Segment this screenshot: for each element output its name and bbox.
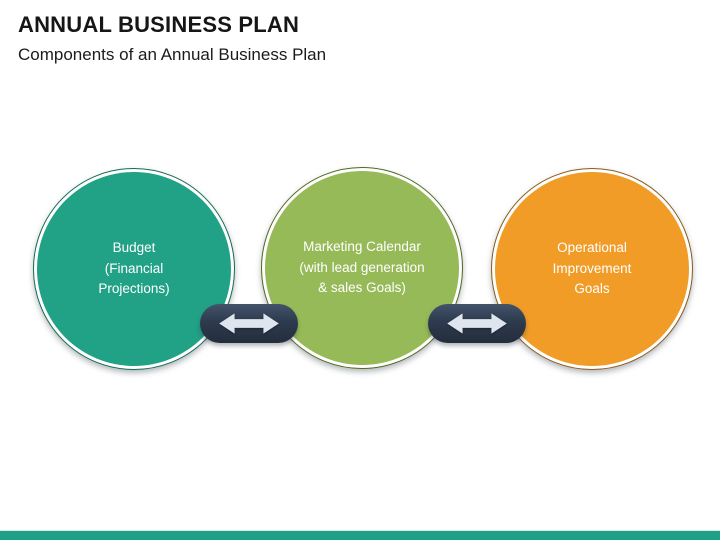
double-arrow-icon xyxy=(446,311,508,336)
node-budget-fill xyxy=(37,172,231,366)
node-marketing-calendar-fill xyxy=(265,171,459,365)
node-operational-goals-label: Operational Improvement Goals xyxy=(552,239,632,297)
node-budget-label: Budget (Financial Projections) xyxy=(98,239,170,297)
page-subtitle: Components of an Annual Business Plan xyxy=(18,45,327,64)
node-marketing-calendar-label: Marketing Calendar (with lead generation… xyxy=(299,238,425,296)
page-title: ANNUAL BUSINESS PLAN xyxy=(18,12,300,37)
connector-marketing-operational[interactable] xyxy=(428,304,526,343)
node-operational-goals-fill xyxy=(495,172,689,366)
node-budget[interactable]: Budget (Financial Projections) xyxy=(33,168,235,370)
node-marketing-calendar[interactable]: Marketing Calendar (with lead generation… xyxy=(261,167,463,369)
node-operational-goals[interactable]: Operational Improvement Goals xyxy=(491,168,693,370)
double-arrow-icon xyxy=(218,311,280,336)
connector-budget-marketing[interactable] xyxy=(200,304,298,343)
bottom-accent-bar xyxy=(0,530,720,540)
